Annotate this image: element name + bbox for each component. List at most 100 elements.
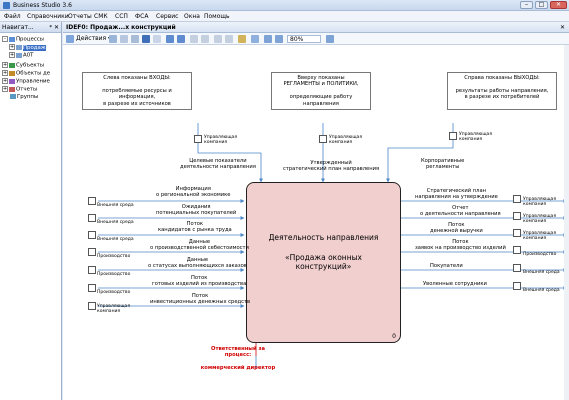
new-icon[interactable] [109,35,117,43]
control-arrow-3 [386,123,454,183]
cut-icon[interactable] [190,35,198,43]
menu-fca[interactable]: ФСА [135,13,149,20]
note-controls[interactable]: Вверху показаны РЕГЛАМЕНТЫ и ПОЛИТИКИ, о… [271,72,371,110]
print-icon[interactable] [153,35,161,43]
navigator-header: Навигат... ᵠ ✕ [0,22,61,33]
subjects-icon [9,62,15,68]
expand-icon[interactable]: + [2,78,8,84]
expand-icon[interactable]: + [2,86,8,92]
align-icon[interactable] [238,35,246,43]
input-source-label-2: Внешняя среда [97,220,134,225]
collapse-icon[interactable]: - [2,36,8,42]
tree-item-sales[interactable]: +Продаж [9,44,46,51]
input-source-6[interactable] [88,284,96,292]
navigator-panel: Навигат... ᵠ ✕ -Процессы +Продаж +A0T +С… [0,22,62,400]
maximize-button[interactable]: □ [535,1,548,9]
tree-item-a0t[interactable]: +A0T [9,52,34,59]
document-close-icon[interactable]: ✕ [559,24,565,31]
back-icon[interactable] [214,35,222,43]
control-source-2[interactable] [319,135,327,143]
note-outputs[interactable]: Справа показаны ВЫХОДЫ: результаты работ… [447,72,557,110]
expand-icon[interactable]: + [9,44,15,50]
forward-icon[interactable] [225,35,233,43]
output-target-label-3: Управляющая компания [523,231,557,241]
menu-file[interactable]: Файл [4,13,21,20]
document-tab[interactable]: IDEF0: Продаж...х конструкций ✕ [63,22,569,33]
output-label-4: Поток заявок на производство изделий [415,239,506,251]
expand-icon[interactable]: + [9,52,15,58]
minimize-button[interactable]: – [520,1,533,9]
input-source-label-6: Производство [97,290,131,295]
input-source-7[interactable] [88,302,96,310]
output-target-label-1: Управляющая компания [523,197,557,207]
tree-item-groups[interactable]: Группы [9,94,38,102]
control-source-1[interactable] [194,135,202,143]
input-source-4[interactable] [88,248,96,256]
menu-directories[interactable]: Справочники [27,13,69,20]
menu-help[interactable]: Помощь [204,13,230,20]
output-label-6: Уволенные сотрудники [423,281,487,287]
activity-box[interactable]: Деятельность направления «Продажа оконны… [246,182,401,343]
tree-item-reports[interactable]: +Отчеты [2,86,38,93]
folder-icon [9,36,15,42]
save-icon[interactable] [142,35,150,43]
output-target-label-5: Внешняя среда [523,270,560,275]
tree-item-processes[interactable]: -Процессы [2,36,44,44]
arrows-layer [98,123,564,368]
arrow-left-icon[interactable] [166,35,174,43]
input-source-label-3: Внешняя среда [97,237,134,242]
note-inputs[interactable]: Слева показаны ВХОДЫ: потребляемые ресур… [82,72,192,110]
output-target-label-6: Внешняя среда [523,288,560,293]
responsible-note[interactable]: Ответственный за процесс: коммерческий д… [200,346,276,372]
document-window: IDEF0: Продаж...х конструкций ✕ Действия… [63,22,569,400]
tree-item-subjects[interactable]: +Субъекты [2,62,45,69]
input-source-2[interactable] [88,214,96,222]
zoom-select[interactable]: 80% [287,35,321,43]
menu-windows[interactable]: Окна [184,13,200,20]
input-label-7: Поток инвестиционных денежных средств [150,293,251,305]
close-button[interactable]: ✕ [550,1,567,9]
paste-icon[interactable] [201,35,209,43]
layout-icon[interactable] [251,35,259,43]
output-target-1[interactable] [513,195,521,203]
output-target-4[interactable] [513,246,521,254]
pin-icon[interactable]: ᵠ [49,24,53,31]
control-source-3[interactable] [449,132,457,140]
control-source-label-3: Управляющая компания [459,132,493,142]
zoom-fit-icon[interactable] [264,35,272,43]
input-source-3[interactable] [88,231,96,239]
output-target-3[interactable] [513,229,521,237]
input-source-1[interactable] [88,197,96,205]
document-title: IDEF0: Продаж...х конструкций [66,24,176,31]
diagram-toolbar: Действия ▾ 80% [63,33,569,45]
menu-bar: Файл Справочники Отчеты СМК ССП ФСА Серв… [0,11,569,22]
edit-icon[interactable] [120,35,128,43]
management-icon [9,78,15,84]
control-label-3: Корпоративные регламенты [421,158,465,170]
grid-icon[interactable] [275,35,283,43]
vertical-scrollbar[interactable] [564,45,569,400]
input-source-label-5: Производство [97,272,131,277]
output-label-3: Поток денежной выручки [430,222,483,234]
zoom-in-icon[interactable] [326,35,334,43]
expand-icon[interactable]: + [2,62,8,68]
menu-reports[interactable]: Отчеты [68,13,92,20]
output-target-6[interactable] [513,282,521,290]
control-source-label-2: Управляющая компания [329,135,363,145]
process-icon [16,52,22,58]
menu-service[interactable]: Сервис [156,13,179,20]
actions-menu[interactable]: Действия ▾ [76,35,111,42]
menu-qms[interactable]: СМК [94,13,108,20]
input-source-5[interactable] [88,266,96,274]
control-label-2: Утвержденный стратегический план направл… [283,160,380,172]
expand-icon[interactable]: + [2,70,8,76]
tree-item-management[interactable]: +Управление [2,78,50,85]
navigator-close-icon[interactable]: ✕ [53,24,59,31]
output-target-2[interactable] [513,212,521,220]
output-target-5[interactable] [513,264,521,272]
menu-bsc[interactable]: ССП [115,13,128,20]
window-title: Business Studio 3.6 [13,2,72,9]
copy-icon[interactable] [131,35,139,43]
arrow-right-icon[interactable] [177,35,185,43]
tree-item-objects[interactable]: +Объекты де [2,70,51,77]
